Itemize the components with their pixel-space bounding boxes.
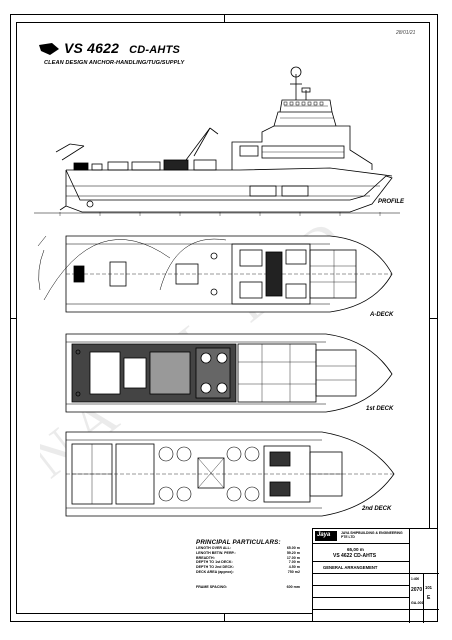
particulars-row: DEPTH TO 1st DECK:7.00 m <box>196 560 300 565</box>
title-block-logo: Jaya <box>315 531 337 541</box>
title-block-vessel: VS 4622 CD-AHTS <box>333 553 377 559</box>
title-block-scale: 1:400 <box>411 577 420 581</box>
vessel-type: CD-AHTS <box>129 44 181 56</box>
view-label-profile: PROFILE <box>378 199 405 205</box>
view-label-a-deck: A-DECK <box>370 312 394 318</box>
title-block: Jaya JAYA SHIPBUILDING & ENGINEERING PTE… <box>312 528 439 623</box>
border-tick <box>224 14 225 22</box>
view-label-2nd-deck: 2nd DECK <box>362 506 392 512</box>
inner-border <box>16 22 430 614</box>
profile-view <box>34 66 400 216</box>
title-block-company: JAYA SHIPBUILDING & ENGINEERING PTE LTD <box>341 531 403 539</box>
title-block-revision: E <box>427 595 431 601</box>
frame-spacing: FRAME SPACING: 600 mm <box>196 585 300 589</box>
border-tick <box>224 614 225 622</box>
date-stamp: 28/01/21 <box>396 30 416 36</box>
a-deck-view <box>37 235 393 313</box>
frame-spacing-value: 600 mm <box>286 585 300 589</box>
particulars-row: DECK AREA (approx):750 m2 <box>196 569 300 574</box>
title-block-drawing-no: 2070 <box>411 587 423 593</box>
border-tick <box>10 318 16 319</box>
view-label-1st-deck: 1st DECK <box>366 406 394 412</box>
principal-particulars: PRINCIPAL PARTICULARS: LENGTH OVER ALL:6… <box>196 539 300 611</box>
title-block-sub-no: GA-001 <box>411 601 424 605</box>
second-deck-view <box>65 431 395 517</box>
title-block-drawing-title: GENERAL ARRANGEMENT <box>323 565 378 570</box>
particulars-row: LENGTH BETW. PERP.:59.20 m <box>196 550 300 555</box>
vessel-name: VS 4622 <box>64 40 120 56</box>
title-block-length: 65,00 m <box>347 547 364 552</box>
title-block-sheet: 101 <box>425 585 432 590</box>
drawing-title: VS 4622 CD-AHTS <box>64 40 180 56</box>
particulars-row: BREADTH:17.00 m <box>196 555 300 560</box>
drawing-subtitle: CLEAN DESIGN ANCHOR-HANDLING/TUG/SUPPLY <box>44 60 185 66</box>
particulars-row: LENGTH OVER ALL:65.00 m <box>196 546 300 550</box>
particulars-heading: PRINCIPAL PARTICULARS: <box>196 539 281 546</box>
first-deck-view <box>65 333 393 413</box>
company-logo-icon <box>39 43 59 55</box>
border-tick <box>430 318 438 319</box>
frame-spacing-label: FRAME SPACING: <box>196 585 228 589</box>
particulars-row: DEPTH TO 2nd DECK:4.50 m <box>196 565 300 570</box>
